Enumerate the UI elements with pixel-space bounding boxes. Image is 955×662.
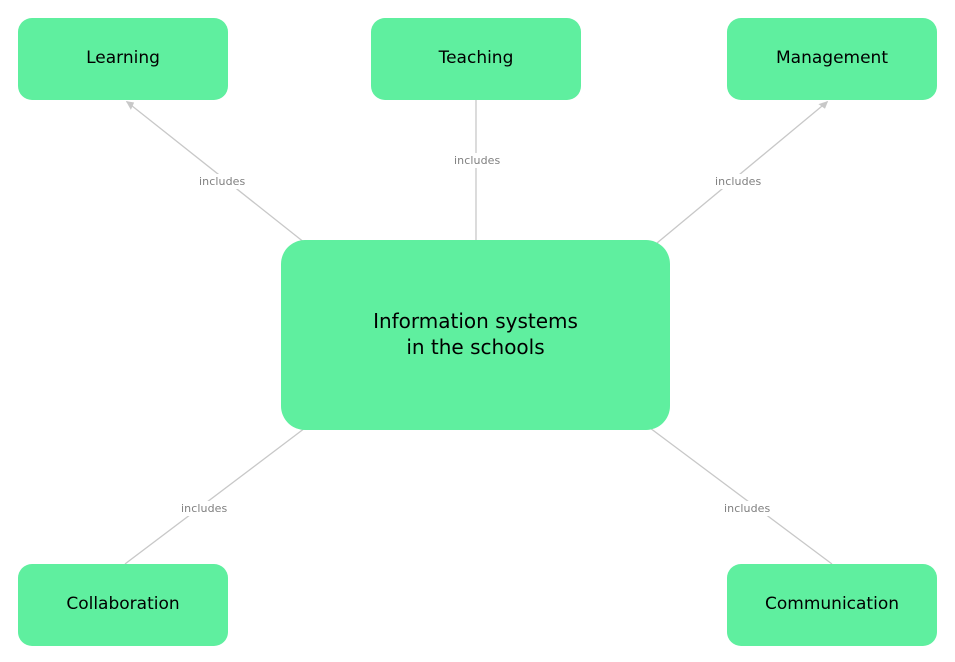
edge-label-learning: includes xyxy=(196,174,249,189)
node-communication[interactable]: Communication xyxy=(727,564,937,646)
connector-learning xyxy=(125,100,306,244)
node-teaching-label: Teaching xyxy=(438,48,514,69)
node-management[interactable]: Management xyxy=(727,18,937,100)
node-central-topic-label: Information systems in the schools xyxy=(373,309,578,359)
edge-label-teaching: includes xyxy=(451,153,504,168)
node-learning[interactable]: Learning xyxy=(18,18,228,100)
node-management-label: Management xyxy=(776,48,888,69)
connector-management xyxy=(656,100,829,244)
edge-label-collaboration: includes xyxy=(178,501,231,516)
node-collaboration[interactable]: Collaboration xyxy=(18,564,228,646)
edge-label-management: includes xyxy=(712,174,765,189)
node-collaboration-label: Collaboration xyxy=(66,594,180,615)
connector-communication xyxy=(649,427,833,565)
node-teaching[interactable]: Teaching xyxy=(371,18,581,100)
edge-label-communication: includes xyxy=(721,501,774,516)
connector-collaboration xyxy=(124,427,306,565)
node-learning-label: Learning xyxy=(86,48,160,69)
node-central-topic[interactable]: Information systems in the schools xyxy=(281,240,670,430)
node-communication-label: Communication xyxy=(765,594,899,615)
